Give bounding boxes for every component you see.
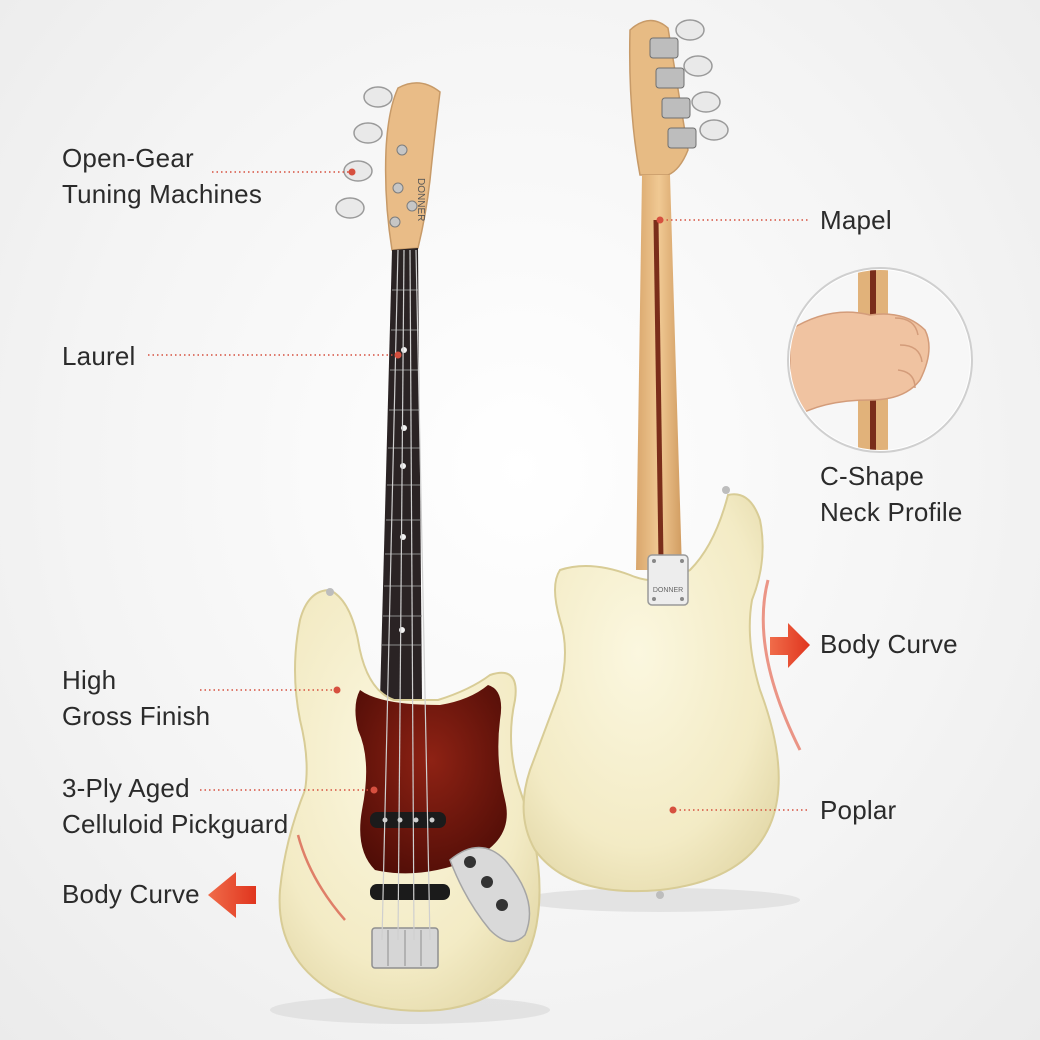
label-body-curve-back: Body Curve	[820, 629, 958, 659]
label-tuning-line1: Open-Gear	[62, 143, 194, 173]
neck-profile-inset	[787, 267, 973, 453]
label-fretboard: Laurel	[62, 341, 136, 371]
label-pickguard-line1: 3-Ply Aged	[62, 773, 190, 803]
front-bridge-pickup	[370, 884, 450, 900]
body-curve-arrow-front	[208, 872, 256, 918]
label-neck-profile-line1: C-Shape	[820, 461, 925, 491]
neck-plate	[647, 554, 689, 606]
front-control-plate	[449, 846, 531, 943]
front-pickguard	[355, 685, 507, 874]
label-neck-profile: C-Shape Neck Profile	[820, 458, 963, 530]
label-neck-wood: Mapel	[820, 205, 892, 235]
tuner-keys	[335, 86, 393, 219]
front-headstock	[384, 82, 441, 251]
back-guitar: DONNER	[522, 19, 780, 899]
headstock-logo: DONNER	[415, 178, 426, 221]
label-finish: High Gross Finish	[62, 662, 210, 734]
label-body-wood: Poplar	[820, 795, 897, 825]
label-neck-profile-line2: Neck Profile	[820, 497, 963, 527]
label-finish-line2: Gross Finish	[62, 701, 211, 731]
label-tuning-machines: Open-Gear Tuning Machines	[62, 140, 262, 212]
neck-plate-logo: DONNER	[653, 587, 683, 594]
body-curve-arrow-back	[761, 579, 810, 751]
label-body-curve-front: Body Curve	[62, 879, 200, 909]
label-tuning-line2: Tuning Machines	[62, 179, 263, 209]
label-pickguard-line2: Celluloid Pickguard	[62, 809, 289, 839]
front-neck-pickup	[370, 812, 446, 828]
leader-lines	[148, 171, 808, 811]
back-body	[522, 493, 780, 893]
front-guitar: DONNER	[278, 82, 541, 1012]
label-pickguard: 3-Ply Aged Celluloid Pickguard	[62, 770, 288, 842]
label-finish-line1: High	[62, 665, 117, 695]
